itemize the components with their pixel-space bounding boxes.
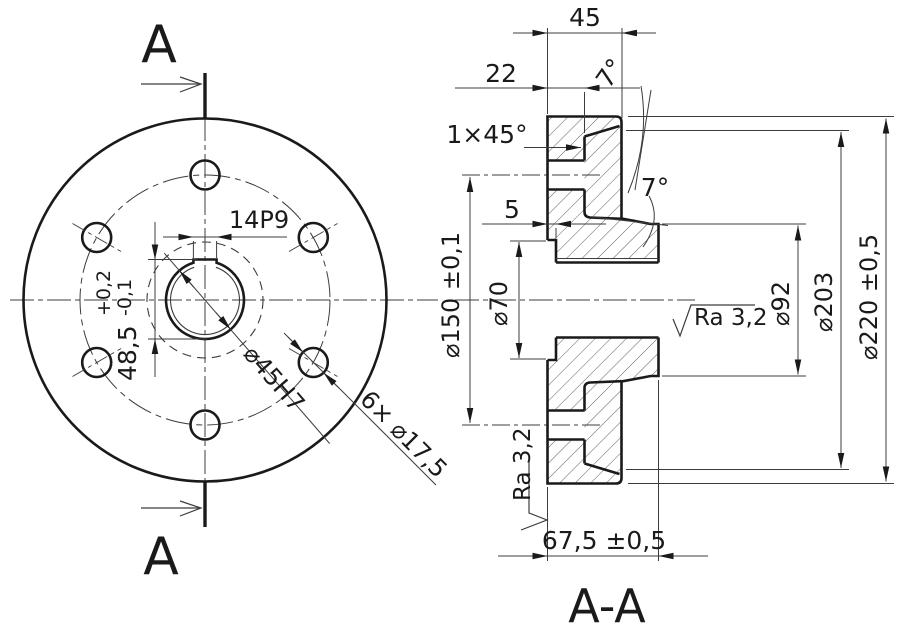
dim-203-label: ⌀203	[810, 272, 838, 332]
bolt-hole-lower-right	[297, 346, 330, 379]
dim-220-label: ⌀220 ±0,5	[855, 234, 883, 360]
roughness-bore-symbol	[672, 304, 755, 338]
section-letter-top: A	[141, 15, 177, 75]
keyway-depth-label: 48,5	[113, 325, 142, 381]
section-outline-lower	[546, 336, 660, 485]
angle-mid-label: 7°	[641, 173, 669, 202]
keyway-width-dimension	[163, 233, 287, 258]
dim-22-label: 22	[485, 59, 517, 88]
section-title: A-A	[568, 579, 646, 633]
dim-70-label: ⌀70	[485, 281, 513, 326]
bore-chamfer-circle	[169, 266, 241, 336]
bolt-hole-bottom	[189, 409, 221, 441]
outer-flange-circle	[22, 117, 388, 483]
dim-45-label: 45	[569, 3, 601, 32]
hatch-lower	[547, 337, 659, 484]
roughness-face-symbol	[520, 462, 549, 531]
section-arrow-bottom	[141, 500, 203, 517]
keyway-depth-dimension	[148, 222, 207, 377]
keyway-width-label: 14P9	[229, 206, 289, 234]
chamfer-label: 1×45°	[446, 120, 527, 149]
bolt-hole-centerline-ticks	[72, 223, 338, 377]
bore-keyway-outline	[164, 258, 246, 341]
bore-dia-label: ⌀45H7	[238, 340, 311, 417]
dim-5-label: 5	[504, 195, 520, 224]
bolt-hole-upper-left	[80, 221, 113, 254]
bolt-hole-top	[189, 159, 221, 191]
keyway-depth-tol-lower: -0,1	[114, 279, 136, 316]
angle-mid-marks	[591, 195, 669, 248]
bolt-hole-upper-right	[297, 221, 330, 254]
front-view: A A 14P9 48,5 +0,2 -0,1 ⌀45H7	[10, 15, 453, 587]
keyway-depth-tol-upper: +0,2	[93, 270, 115, 316]
section-extension-lines	[510, 28, 894, 561]
angle-top-label: 7°	[590, 53, 630, 93]
bore-dimension-leader	[163, 252, 330, 444]
roughness-face-label: Ra 3,2	[510, 428, 536, 501]
dim-67-5-label: 67,5 ±0,5	[542, 526, 666, 555]
bolt-hole-lower-left	[80, 346, 113, 379]
angle-top-marks	[627, 85, 652, 194]
bolt-circle	[79, 174, 331, 426]
bolt-holes-label: 6× ⌀17,5	[355, 385, 453, 483]
hatch-upper	[547, 116, 659, 259]
section-view: 45 22 7° 1×45° 5 7°	[437, 3, 894, 633]
roughness-bore-label: Ra 3,2	[694, 305, 767, 331]
dim-92-label: ⌀92	[767, 281, 795, 326]
hidden-counterbore-circle	[146, 241, 264, 359]
bolt-holes-leader	[283, 332, 437, 486]
section-letter-bottom: A	[143, 527, 179, 587]
dim-150-label: ⌀150 ±0,1	[437, 232, 465, 358]
section-arrow-top	[141, 76, 203, 93]
